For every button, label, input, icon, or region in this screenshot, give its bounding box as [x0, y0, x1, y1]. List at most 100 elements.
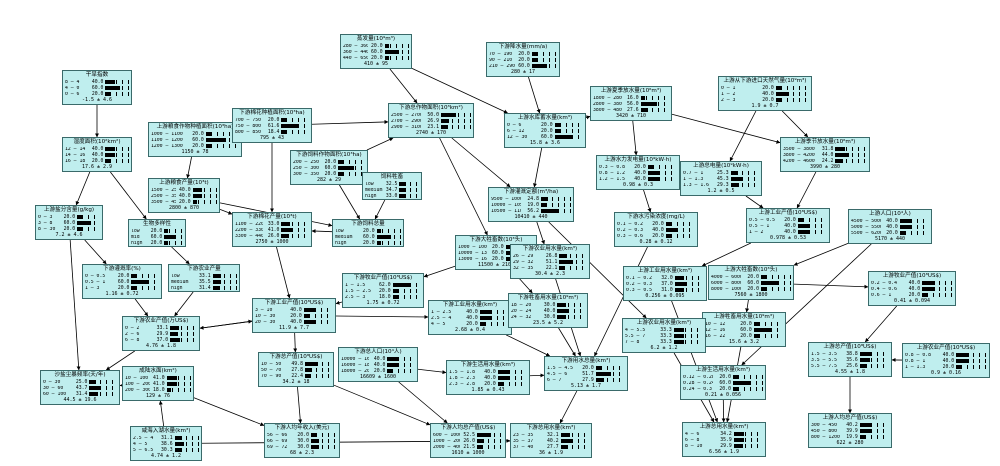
probability-bar-track: [733, 438, 763, 442]
state-label: 450 – 800: [811, 428, 837, 434]
state-probability: 40.0: [886, 224, 898, 230]
edge-arrow: [643, 189, 652, 213]
node-mean-sd: 1.16 ± 0.72: [105, 291, 139, 297]
state-probability: 20.0: [492, 256, 504, 262]
state-probability: 60.0: [518, 63, 530, 69]
probability-bar-track: [557, 315, 585, 319]
probability-bar-track: [647, 165, 677, 169]
probability-bar: [170, 338, 181, 342]
probability-bar-track: [899, 225, 929, 229]
probability-bar-track: [559, 254, 587, 258]
state-row: 2200 – 330041.0: [235, 227, 309, 233]
probability-bar: [859, 364, 868, 368]
state-probability: 60.0: [541, 134, 553, 140]
probability-bar-track: [170, 332, 197, 336]
probability-bar-track: [281, 228, 309, 232]
probability-bar-track: [376, 235, 401, 239]
probability-bar: [338, 172, 344, 176]
probability-bar-track: [732, 381, 763, 385]
probability-bar: [205, 138, 226, 142]
state-probability: 38.8: [846, 351, 858, 357]
state-probability: 52.5: [463, 432, 475, 438]
state-probability: 60.0: [371, 49, 383, 55]
state-label: 70 – 90: [261, 373, 282, 379]
probability-bar-track: [105, 153, 129, 157]
state-probability: 43.7: [75, 385, 88, 391]
state-label: 0 – 2: [125, 325, 140, 331]
state-label: 70 – 190: [489, 51, 513, 57]
edge-arrow: [276, 246, 291, 299]
probability-bar: [77, 215, 82, 219]
state-label: 0.3 – 0.5: [626, 287, 652, 293]
state-label: 200 – 300: [125, 387, 151, 393]
probability-bar: [497, 382, 504, 386]
state-probability: 20.0: [466, 321, 478, 327]
edge-arrow: [171, 246, 190, 265]
probability-bar: [640, 108, 649, 112]
node-mean-sd: 2750 ± 1000: [255, 239, 289, 245]
probability-bar: [554, 129, 561, 133]
node-title: 上游从下游进口天然气量(10⁹m³): [723, 78, 807, 84]
probability-bar: [899, 231, 906, 235]
probability-bar-track: [304, 362, 331, 366]
probability-bar: [281, 118, 287, 122]
state-label: 30 – 60: [43, 385, 64, 391]
state-probability: 33.1: [199, 273, 211, 279]
state-label: 6 – 12: [507, 128, 525, 134]
probability-bar-track: [387, 369, 415, 373]
state-label: 0.3 – 0.8: [599, 164, 625, 170]
state-probability: 20.0: [267, 117, 280, 123]
probability-bar-track: [559, 260, 587, 264]
probability-bar-track: [557, 309, 585, 313]
state-label: 1000 – 2000: [433, 438, 460, 444]
state-probability: 20.0: [747, 286, 759, 292]
state-label: 8 – 4: [65, 79, 80, 85]
edge-arrow: [186, 156, 192, 179]
probability-bar: [753, 334, 760, 338]
probability-bar-track: [281, 118, 309, 122]
state-row: 2000 – 400021.5: [433, 444, 503, 450]
state-probability: 25.3: [717, 170, 729, 176]
probability-bar-track: [753, 322, 783, 326]
state-probability: 20.0: [652, 233, 664, 239]
probability-bar: [559, 254, 567, 258]
probability-bar-track: [732, 387, 763, 391]
state-probability: 27.7: [547, 444, 559, 450]
probability-bar: [281, 228, 293, 232]
state-row: 3300 – 440026.0: [235, 233, 309, 239]
state-probability: 20.0: [492, 244, 504, 250]
state-label: 4 – 0: [65, 85, 80, 91]
probability-bar-track: [835, 147, 867, 151]
probability-bar-track: [174, 448, 199, 452]
state-label: 0 – 6: [507, 122, 522, 128]
state-label: 10500 – 11000: [491, 208, 521, 214]
node-mean-sd: 11.9 ± 7.7: [278, 325, 310, 331]
